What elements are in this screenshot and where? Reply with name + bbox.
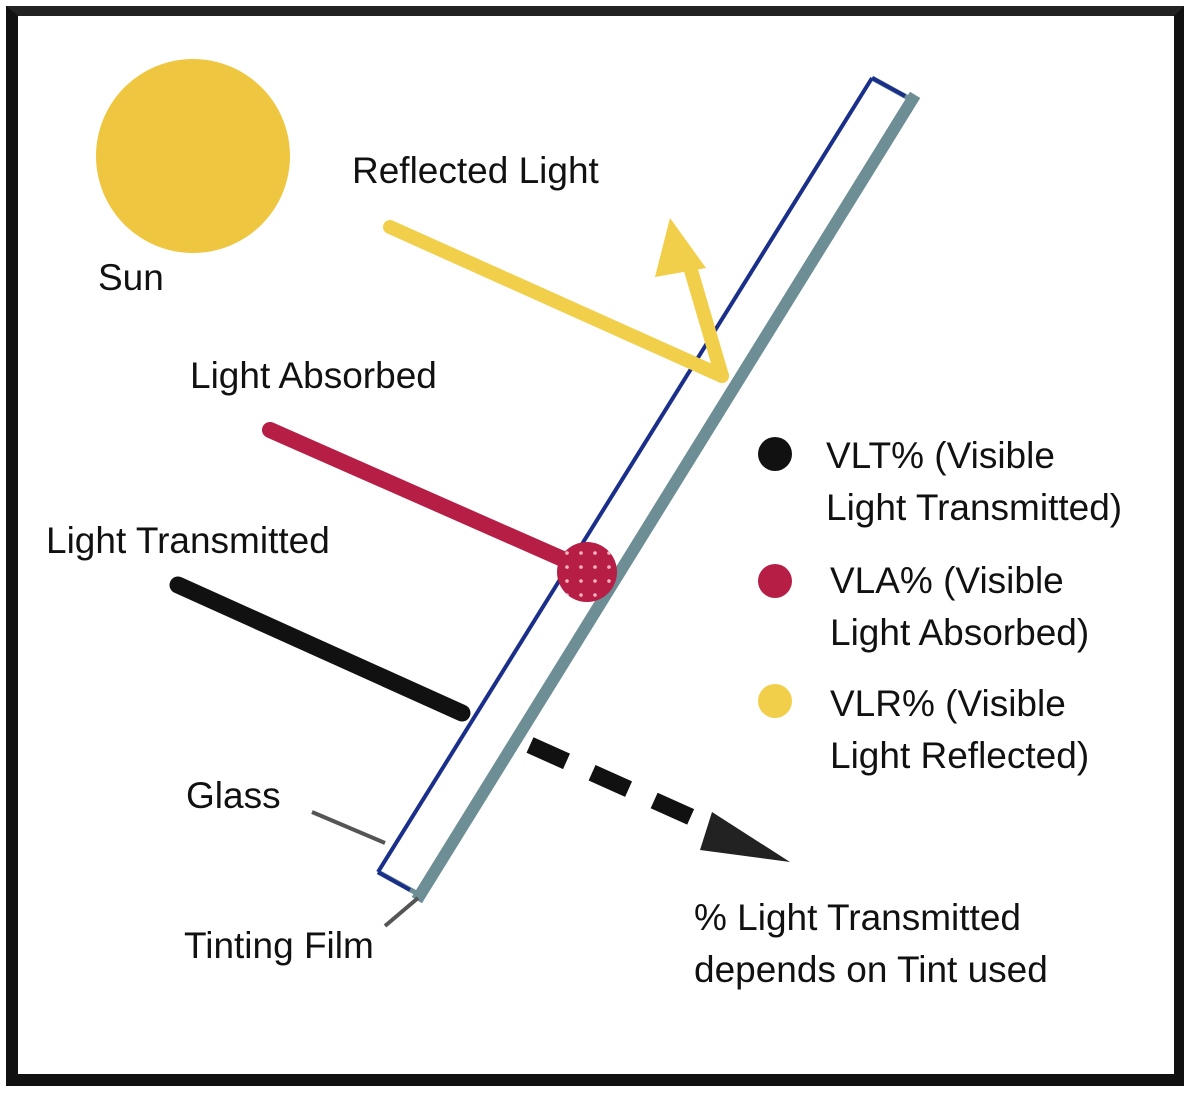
legend-vla-line1: VLA% (Visible bbox=[830, 560, 1064, 601]
tinting-film-label: Tinting Film bbox=[184, 925, 374, 966]
reflected-light-ray bbox=[383, 218, 729, 383]
light-transmitted-label: Light Transmitted bbox=[46, 520, 330, 561]
note-line2: depends on Tint used bbox=[694, 949, 1048, 990]
legend-vlr-line1: VLR% (Visible bbox=[830, 683, 1066, 724]
glass-edge bbox=[376, 76, 874, 874]
note-line1: % Light Transmitted bbox=[694, 897, 1021, 938]
sun-icon bbox=[96, 59, 290, 253]
tinting-film-shape bbox=[378, 78, 914, 898]
legend-vlt-line2: Light Transmitted) bbox=[826, 487, 1123, 528]
reflected-arrowhead-icon bbox=[655, 218, 706, 277]
sun-label: Sun bbox=[98, 257, 164, 298]
vlr-dot-icon bbox=[758, 684, 792, 718]
legend-vlr-line2: Light Reflected) bbox=[830, 735, 1090, 776]
absorbed-light-ray bbox=[262, 422, 617, 602]
film-leader-line bbox=[383, 896, 420, 928]
transmitted-arrowhead-icon bbox=[700, 812, 790, 862]
reflected-light-label: Reflected Light bbox=[352, 150, 599, 191]
tinting-film-edge bbox=[411, 91, 921, 904]
vla-dot-icon bbox=[758, 564, 792, 598]
transmitted-light-ray bbox=[169, 576, 790, 862]
glass-leader-line bbox=[311, 810, 386, 845]
legend-vla-line2: Light Absorbed) bbox=[830, 612, 1090, 653]
vlt-dot-icon bbox=[758, 437, 792, 471]
window-pane bbox=[376, 75, 921, 904]
light-absorbed-label: Light Absorbed bbox=[190, 355, 437, 396]
glass-label: Glass bbox=[186, 775, 281, 816]
legend-vlt-line1: VLT% (Visible bbox=[826, 435, 1055, 476]
